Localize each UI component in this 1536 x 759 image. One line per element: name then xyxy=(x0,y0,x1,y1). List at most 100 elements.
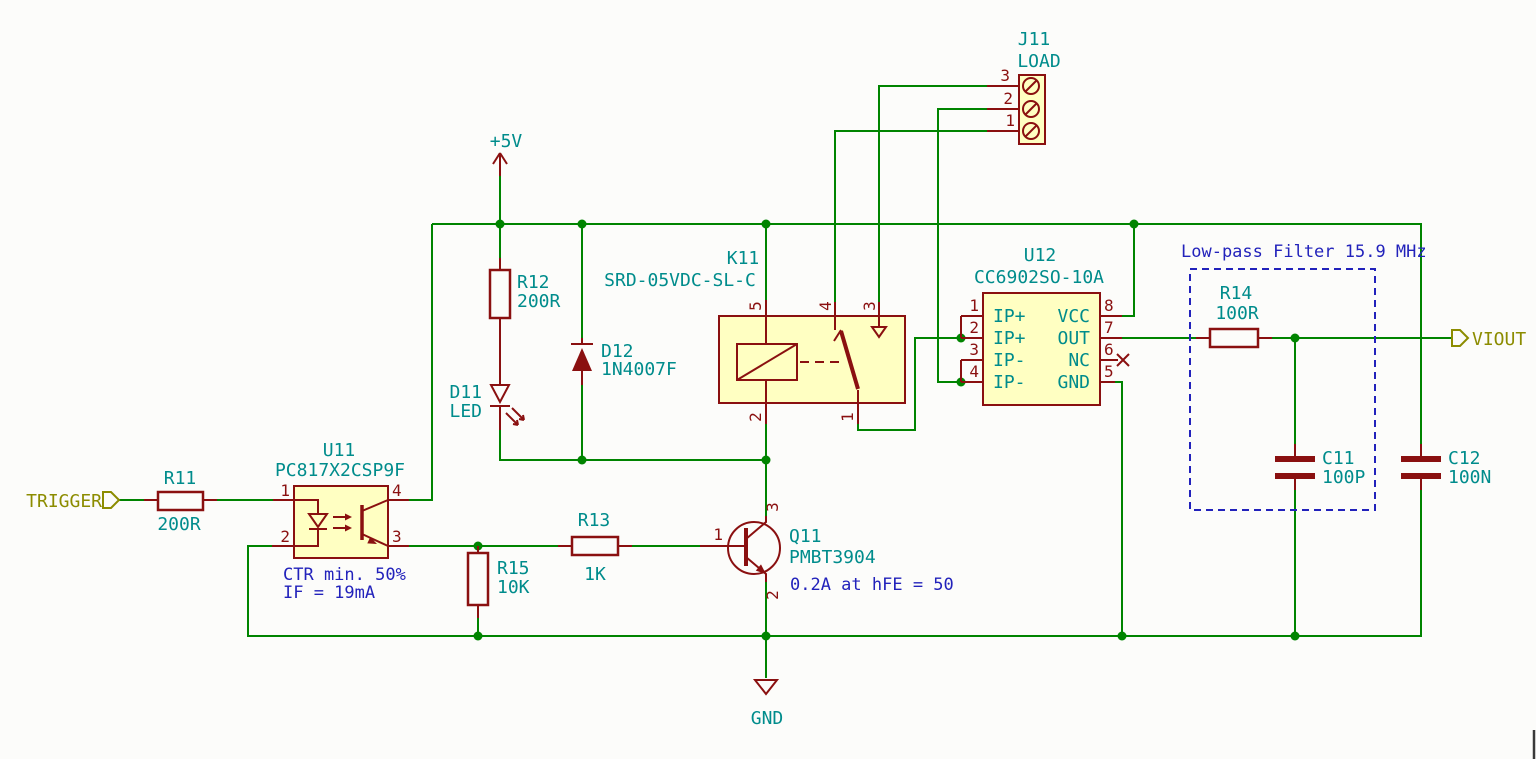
k11-pin3: 3 xyxy=(860,301,879,311)
wire-j11-3 xyxy=(878,85,987,302)
junction xyxy=(577,455,587,465)
ic-body xyxy=(982,292,1101,406)
u12-name-ip2: IP+ xyxy=(993,328,1026,349)
j11-pin3: 3 xyxy=(1000,66,1010,85)
resistor-body xyxy=(156,490,205,512)
capacitor-C11: C11 100P xyxy=(1275,444,1366,490)
emitter-arrow-icon xyxy=(755,564,766,574)
junction xyxy=(577,219,587,229)
wire-led-row xyxy=(499,430,766,461)
u11-pin3: 3 xyxy=(392,527,402,546)
viout-label: VIOUT xyxy=(1472,329,1526,350)
r14-ref: R14 xyxy=(1220,283,1253,304)
junction xyxy=(1129,219,1139,229)
optocoupler-U11: 1 2 4 3 U11 PC817X2CSP9F CTR min. 50% IF… xyxy=(272,440,409,603)
junction xyxy=(1290,631,1300,641)
u12-pin6: 6 xyxy=(1104,340,1114,359)
diode-triangle-icon xyxy=(572,348,592,371)
wire-relay-common xyxy=(857,337,961,431)
junction xyxy=(1290,333,1300,343)
transistor-body xyxy=(727,521,781,575)
connector-J11: 3 2 1 J11 LOAD xyxy=(987,29,1061,145)
relay-coil xyxy=(736,343,798,381)
u12-name-vcc: VCC xyxy=(1057,306,1090,327)
u12-pin7: 7 xyxy=(1104,318,1114,337)
u11-pin1: 1 xyxy=(280,481,290,500)
resistor-R14: R14 100R xyxy=(1196,283,1272,349)
relay-K11: 5 4 3 2 1 K11 SRD-05VDC-SL-C xyxy=(604,248,906,424)
u11-note-2: IF = 19mA xyxy=(283,583,375,603)
port-viout: VIOUT xyxy=(1451,329,1526,350)
u11-value: PC817X2CSP9F xyxy=(275,460,405,481)
k11-pin4: 4 xyxy=(816,301,835,311)
r14-value: 100R xyxy=(1215,303,1259,324)
screw-terminal-icon xyxy=(1022,77,1040,95)
lowpass-filter: Low-pass Filter 15.9 MHz R14 100R C11 10… xyxy=(1181,242,1427,511)
c12-ref: C12 xyxy=(1448,448,1481,469)
u12-pin3: 3 xyxy=(969,340,979,359)
led-triangle-icon xyxy=(307,513,329,529)
resistor-R11: R11 200R xyxy=(144,468,217,535)
resistor-body xyxy=(488,268,512,320)
trigger-label: TRIGGER xyxy=(26,491,102,512)
diode-D11: D11 LED xyxy=(449,382,525,430)
capacitor-plates xyxy=(1401,456,1441,479)
emitter-arrow-icon xyxy=(367,537,377,544)
q11-note: 0.2A at hFE = 50 xyxy=(790,575,954,595)
u11-pin4: 4 xyxy=(392,481,402,500)
wire-j11-1 xyxy=(834,130,987,302)
wires xyxy=(119,85,1452,678)
k11-pin2: 2 xyxy=(746,412,765,422)
u12-pin1: 1 xyxy=(969,296,979,315)
u12-name-im2: IP- xyxy=(993,372,1026,393)
wire-u12-vcc xyxy=(1122,224,1135,317)
screw-terminal-icon xyxy=(1022,122,1040,140)
coupling-arrow-icon xyxy=(345,524,352,532)
r13-value: 1K xyxy=(584,564,606,585)
r13-ref: R13 xyxy=(578,510,611,531)
j11-value: LOAD xyxy=(1017,51,1060,72)
u11-ref: U11 xyxy=(323,440,356,461)
r15-value: 10K xyxy=(497,577,530,598)
resistor-R13: R13 1K xyxy=(558,510,632,585)
u12-pin5: 5 xyxy=(1104,362,1114,381)
no-connect-x-icon xyxy=(1116,353,1130,367)
c11-value: 100P xyxy=(1322,467,1366,488)
u12-name-out: OUT xyxy=(1057,328,1090,349)
screw-terminal-icon xyxy=(1022,100,1040,118)
plus5v-label: +5V xyxy=(490,131,523,152)
d11-ref: D11 xyxy=(449,382,482,403)
q11-value: PMBT3904 xyxy=(789,547,876,568)
j11-pin2: 2 xyxy=(1003,89,1013,108)
d11-value: LED xyxy=(449,401,482,422)
junction xyxy=(761,631,771,641)
wire-opto-collector xyxy=(409,224,433,501)
resistor-body xyxy=(570,535,620,557)
u12-value: CC6902SO-10A xyxy=(974,267,1104,288)
port-trigger: TRIGGER xyxy=(26,491,121,512)
r15-ref: R15 xyxy=(497,558,530,579)
capacitor-plates xyxy=(1275,456,1315,479)
r12-ref: R12 xyxy=(517,272,550,293)
transistor-Q11: 1 3 2 Q11 PMBT3904 0.2A at hFE = 50 xyxy=(700,502,954,600)
u12-name-nc: NC xyxy=(1068,350,1090,371)
relay-contact-icon xyxy=(870,326,888,339)
resistor-R15: R15 10K xyxy=(466,546,530,618)
k11-ref: K11 xyxy=(727,248,760,269)
power-plus5v: +5V xyxy=(490,131,523,176)
wire-j11-2 xyxy=(937,108,987,383)
q11-pin3: 3 xyxy=(763,502,782,512)
capacitor-C12: C12 100N xyxy=(1401,444,1491,490)
u11-pin2: 2 xyxy=(280,527,290,546)
gnd-triangle-icon xyxy=(752,679,780,696)
coupling-arrow-icon xyxy=(345,513,352,521)
wire-u12-gnd xyxy=(1115,381,1123,636)
power-gnd: GND xyxy=(751,679,783,729)
input-port-icon xyxy=(102,491,121,509)
d12-value: 1N4007F xyxy=(601,359,677,380)
resistor-R12: R12 200R xyxy=(488,258,561,385)
resistor-body xyxy=(466,551,490,607)
k11-value: SRD-05VDC-SL-C xyxy=(604,270,756,291)
u12-name-im1: IP- xyxy=(993,350,1026,371)
